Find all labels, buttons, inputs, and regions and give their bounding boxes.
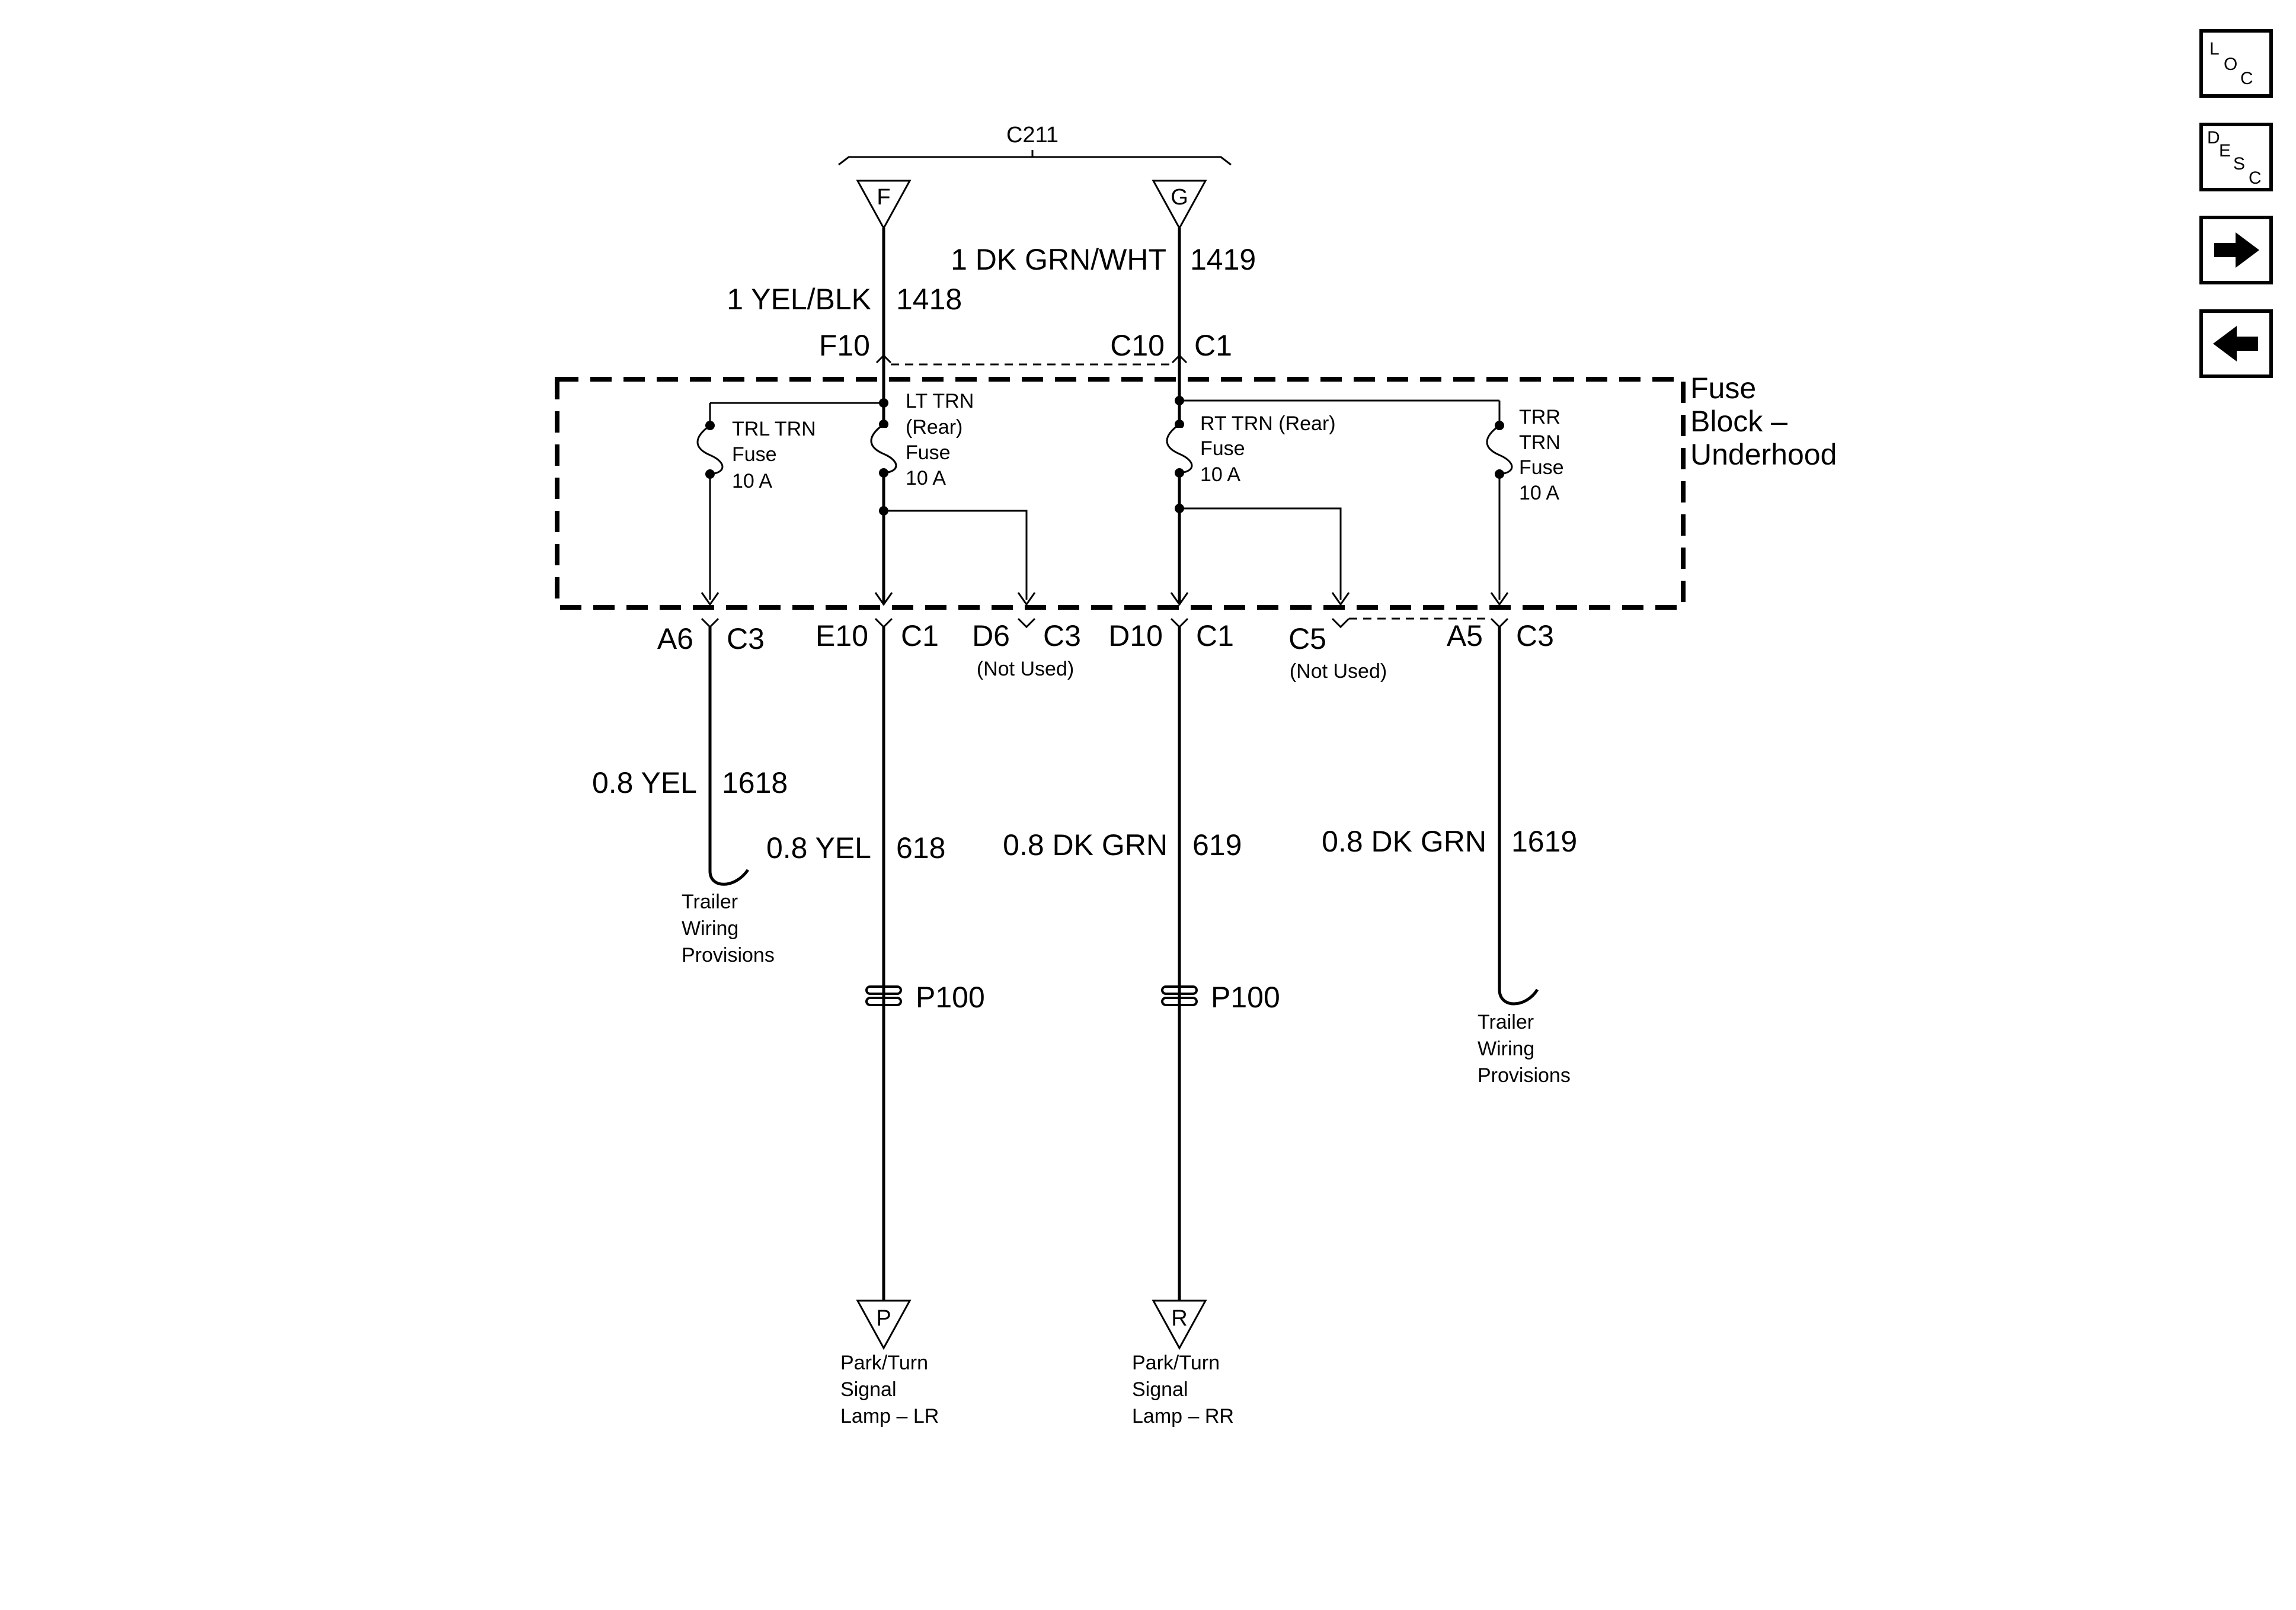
wire-1619 (1498, 627, 1539, 1006)
pin-d6-not-used: (Not Used) (977, 658, 1074, 680)
fuse-trr-label-2: TRN (1519, 431, 1560, 454)
wire-619-label: 0.8 DK GRN (1003, 828, 1168, 862)
fuse-trr-label-4: 10 A (1519, 482, 1559, 504)
fuse-trl-trn: TRL TRN Fuse 10 A (696, 403, 816, 600)
lamp-rr-line3: Lamp – RR (1132, 1405, 1234, 1427)
wire-1619-circuit: 1619 (1511, 825, 1577, 858)
pin-f-label: F (877, 185, 890, 210)
fuse-lt-label-3: Fuse (906, 441, 951, 464)
wire-619-circuit: 619 (1192, 828, 1242, 862)
fuse-lt-label-4: 10 A (906, 467, 946, 489)
lamp-lr-line2: Signal (840, 1378, 897, 1401)
arrow-left-icon (2213, 326, 2258, 361)
pin-g-connector: G (1152, 180, 1207, 231)
wire-1418-label: 1 YEL/BLK (727, 283, 871, 316)
connector-c211-label: C211 (1006, 123, 1059, 148)
pin-c3-b-label: C3 (1043, 619, 1081, 652)
pin-c1-b-label: C1 (1196, 619, 1234, 652)
arrow-right-icon (2214, 232, 2259, 268)
wire-618-label: 0.8 YEL (766, 831, 871, 865)
fuse-trr-label-3: Fuse (1519, 456, 1564, 479)
trailer-right-line3: Provisions (1478, 1064, 1571, 1087)
fuse-block-label-line2: Block – (1690, 405, 1787, 438)
splice-p100-right: P100 (1161, 981, 1280, 1014)
wire-1618 (708, 627, 750, 886)
fuse-rt-label-2: Fuse (1200, 437, 1245, 460)
fuse-trr-trn: TRR TRN Fuse 10 A (1486, 401, 1564, 600)
connector-p: P (856, 1299, 912, 1350)
pin-c3-c-label: C3 (1516, 619, 1554, 652)
fuse-block-label-line1: Fuse (1690, 372, 1756, 405)
connector-r-label: R (1171, 1306, 1187, 1331)
desc-letter-c: C (2249, 168, 2262, 188)
lamp-lr-line3: Lamp – LR (840, 1405, 939, 1427)
pin-c3-a-label: C3 (727, 622, 765, 655)
back-button[interactable] (2199, 309, 2273, 378)
pin-c1-label: C1 (1194, 329, 1232, 362)
pin-f10-label: F10 (819, 329, 870, 362)
desc-button[interactable]: D E S C (2199, 123, 2273, 191)
connector-r: R (1152, 1299, 1207, 1350)
connector-p-label: P (876, 1306, 891, 1331)
fuse-trl-label-3: 10 A (732, 470, 772, 492)
pin-c10-label: C10 (1110, 329, 1165, 362)
loc-letter-c: C (2240, 69, 2253, 88)
wire-1418-circuit: 1418 (896, 283, 962, 316)
pin-d10-label: D10 (1108, 619, 1163, 652)
loc-button[interactable]: L O C (2199, 29, 2273, 98)
wire-1619-label: 0.8 DK GRN (1322, 825, 1486, 858)
trailer-right-line2: Wiring (1478, 1038, 1534, 1060)
trailer-left-line1: Trailer (682, 891, 738, 913)
loc-letter-o: O (2224, 55, 2237, 74)
pin-a6-label: A6 (657, 622, 693, 655)
connector-c211: C211 (838, 123, 1232, 166)
lamp-rr-line2: Signal (1132, 1378, 1188, 1401)
fuse-rt-label-3: 10 A (1200, 463, 1240, 486)
wire-1419-label: 1 DK GRN/WHT (951, 243, 1166, 276)
fuse-lt-label-1: LT TRN (906, 390, 974, 412)
splice-p100-left: P100 (865, 981, 985, 1014)
pin-c5-not-used: (Not Used) (1290, 660, 1387, 683)
fuse-trr-label-1: TRR (1519, 406, 1560, 428)
splice-p100-left-label: P100 (916, 981, 985, 1014)
splice-p100-right-label: P100 (1211, 981, 1280, 1014)
desc-letter-s: S (2233, 154, 2245, 174)
fuse-trl-label-1: TRL TRN (732, 418, 816, 440)
fuse-trl-label-2: Fuse (732, 443, 777, 466)
lamp-lr-line1: Park/Turn (840, 1352, 928, 1374)
pin-f-connector: F (856, 180, 912, 231)
pin-g-label: G (1171, 185, 1188, 210)
loc-letter-l: L (2209, 39, 2220, 59)
wire-1618-label: 0.8 YEL (592, 766, 697, 799)
wire-1618-circuit: 1618 (722, 766, 788, 799)
fuse-rt-label-1: RT TRN (Rear) (1200, 412, 1336, 435)
trailer-left-line3: Provisions (682, 944, 775, 966)
fuse-block-underhood (555, 377, 1686, 610)
fuse-lt-label-2: (Rear) (906, 416, 962, 438)
trailer-left-line2: Wiring (682, 917, 738, 940)
pin-e10-label: E10 (816, 619, 868, 652)
desc-letter-d: D (2207, 128, 2220, 148)
wire-1419-circuit: 1419 (1190, 243, 1256, 276)
trailer-right-line1: Trailer (1478, 1011, 1534, 1033)
pin-a5-label: A5 (1447, 619, 1483, 652)
pin-c1-a-label: C1 (901, 619, 939, 652)
pin-d6-label: D6 (972, 619, 1010, 652)
lamp-rr-line1: Park/Turn (1132, 1352, 1220, 1374)
fuse-rt-trn: RT TRN (Rear) Fuse 10 A (1166, 412, 1336, 486)
desc-letter-e: E (2219, 141, 2231, 161)
fuse-lt-trn: LT TRN (Rear) Fuse 10 A (870, 390, 974, 489)
pin-c5-label: C5 (1288, 622, 1326, 655)
forward-button[interactable] (2199, 216, 2273, 284)
wire-618-circuit: 618 (896, 831, 945, 865)
fuse-block-label-line3: Underhood (1690, 438, 1837, 471)
